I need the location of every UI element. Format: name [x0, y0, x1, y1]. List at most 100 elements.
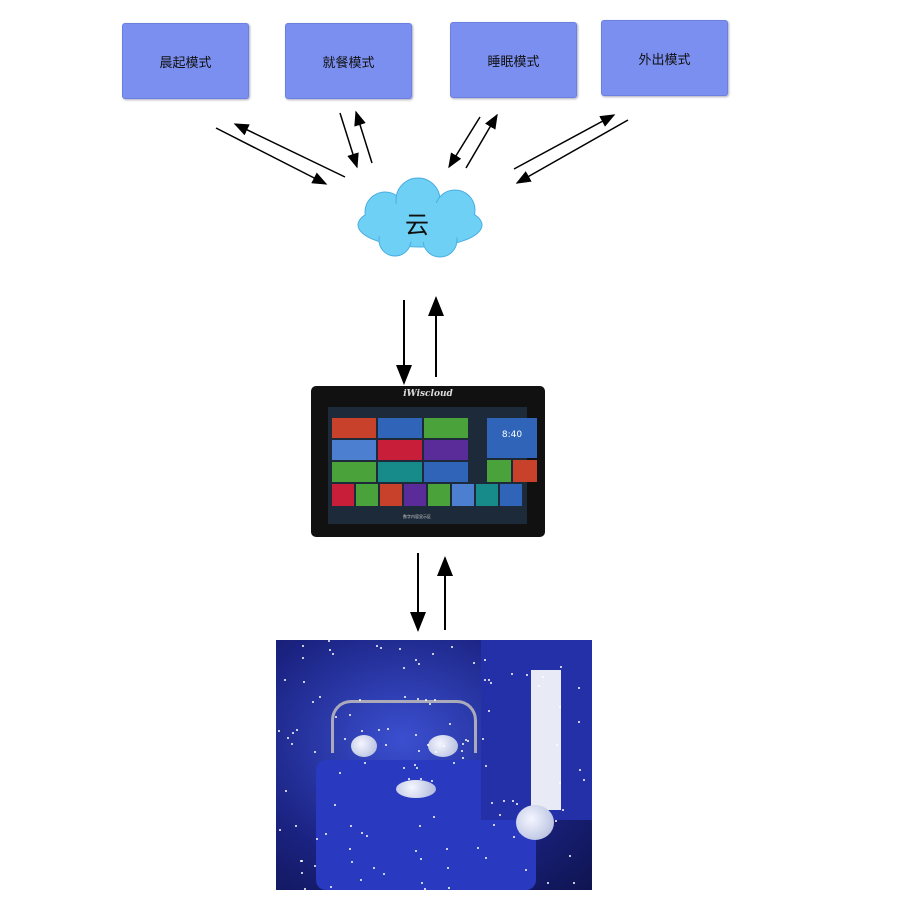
- star: [312, 700, 315, 703]
- tile: [356, 484, 378, 506]
- tile: [404, 484, 426, 506]
- star: [510, 672, 513, 675]
- clock-tile: 8:40: [487, 418, 537, 458]
- star: [399, 647, 402, 650]
- star: [502, 799, 505, 802]
- star: [429, 702, 432, 705]
- tile: [424, 462, 468, 482]
- star: [462, 742, 465, 745]
- star: [283, 678, 286, 681]
- tile: [513, 460, 537, 482]
- star: [334, 804, 337, 807]
- star: [554, 820, 557, 823]
- star: [304, 887, 307, 890]
- star: [364, 762, 367, 765]
- star: [329, 886, 332, 889]
- star: [285, 790, 288, 793]
- star: [420, 881, 423, 884]
- star: [302, 680, 305, 683]
- star: [403, 667, 406, 670]
- star: [483, 659, 486, 662]
- star: [343, 738, 346, 741]
- star: [295, 825, 298, 828]
- mode-box-away[interactable]: 外出模式: [601, 20, 728, 96]
- star: [473, 661, 476, 664]
- star: [577, 721, 580, 724]
- star: [300, 860, 303, 863]
- star: [301, 871, 304, 874]
- star: [418, 662, 421, 665]
- star: [382, 872, 385, 875]
- tablet-device: iWiscloud 8:40 数字内容显示区: [311, 386, 545, 537]
- star: [361, 831, 364, 834]
- star: [348, 847, 351, 850]
- tile: [332, 418, 376, 438]
- star: [360, 729, 363, 732]
- star: [542, 676, 545, 679]
- star: [314, 864, 316, 867]
- star: [278, 829, 281, 832]
- star: [331, 652, 334, 655]
- star: [448, 887, 451, 890]
- tile: [452, 484, 474, 506]
- tile: [378, 440, 422, 460]
- star: [579, 768, 582, 771]
- star: [558, 782, 561, 785]
- star: [427, 743, 430, 746]
- arrow: [515, 119, 629, 184]
- tile: [424, 440, 468, 460]
- star: [339, 771, 342, 774]
- star: [420, 778, 423, 781]
- star: [434, 751, 437, 753]
- star: [302, 657, 305, 660]
- star: [420, 858, 423, 861]
- star: [555, 743, 558, 746]
- star: [572, 882, 575, 885]
- star: [359, 699, 362, 702]
- star: [525, 674, 528, 677]
- star: [414, 734, 417, 737]
- mode-box-wakeup[interactable]: 晨起模式: [122, 23, 249, 99]
- moon-cushion: [516, 805, 554, 840]
- star: [445, 847, 448, 850]
- star: [315, 838, 318, 841]
- star: [292, 732, 295, 735]
- star: [380, 646, 383, 649]
- star: [547, 882, 550, 885]
- star: [291, 743, 294, 746]
- star: [360, 879, 363, 882]
- moon-blanket: [396, 780, 436, 798]
- mode-box-sleep[interactable]: 睡眠模式: [450, 22, 577, 98]
- star: [578, 687, 580, 690]
- tile: [428, 484, 450, 506]
- star: [387, 727, 390, 730]
- star: [318, 695, 321, 698]
- star: [491, 801, 494, 804]
- arrow: [354, 110, 373, 164]
- star: [314, 751, 317, 754]
- star: [416, 698, 419, 701]
- star: [451, 646, 454, 649]
- star: [489, 682, 492, 685]
- tile: [332, 462, 376, 482]
- tile: [476, 484, 498, 506]
- star: [365, 835, 368, 838]
- tile: [487, 460, 511, 482]
- star: [476, 847, 479, 850]
- star: [348, 714, 351, 716]
- cloud-label: 云: [405, 211, 429, 239]
- tile: [424, 418, 468, 438]
- star: [296, 728, 299, 731]
- star: [414, 849, 417, 852]
- mode-box-dining[interactable]: 就餐模式: [285, 23, 412, 99]
- bedroom-photo: [276, 640, 592, 890]
- star: [488, 679, 491, 682]
- star: [328, 640, 330, 643]
- star: [488, 710, 491, 713]
- star: [301, 645, 304, 648]
- star: [418, 749, 421, 752]
- star: [424, 699, 427, 701]
- star: [538, 684, 541, 687]
- star: [484, 678, 487, 681]
